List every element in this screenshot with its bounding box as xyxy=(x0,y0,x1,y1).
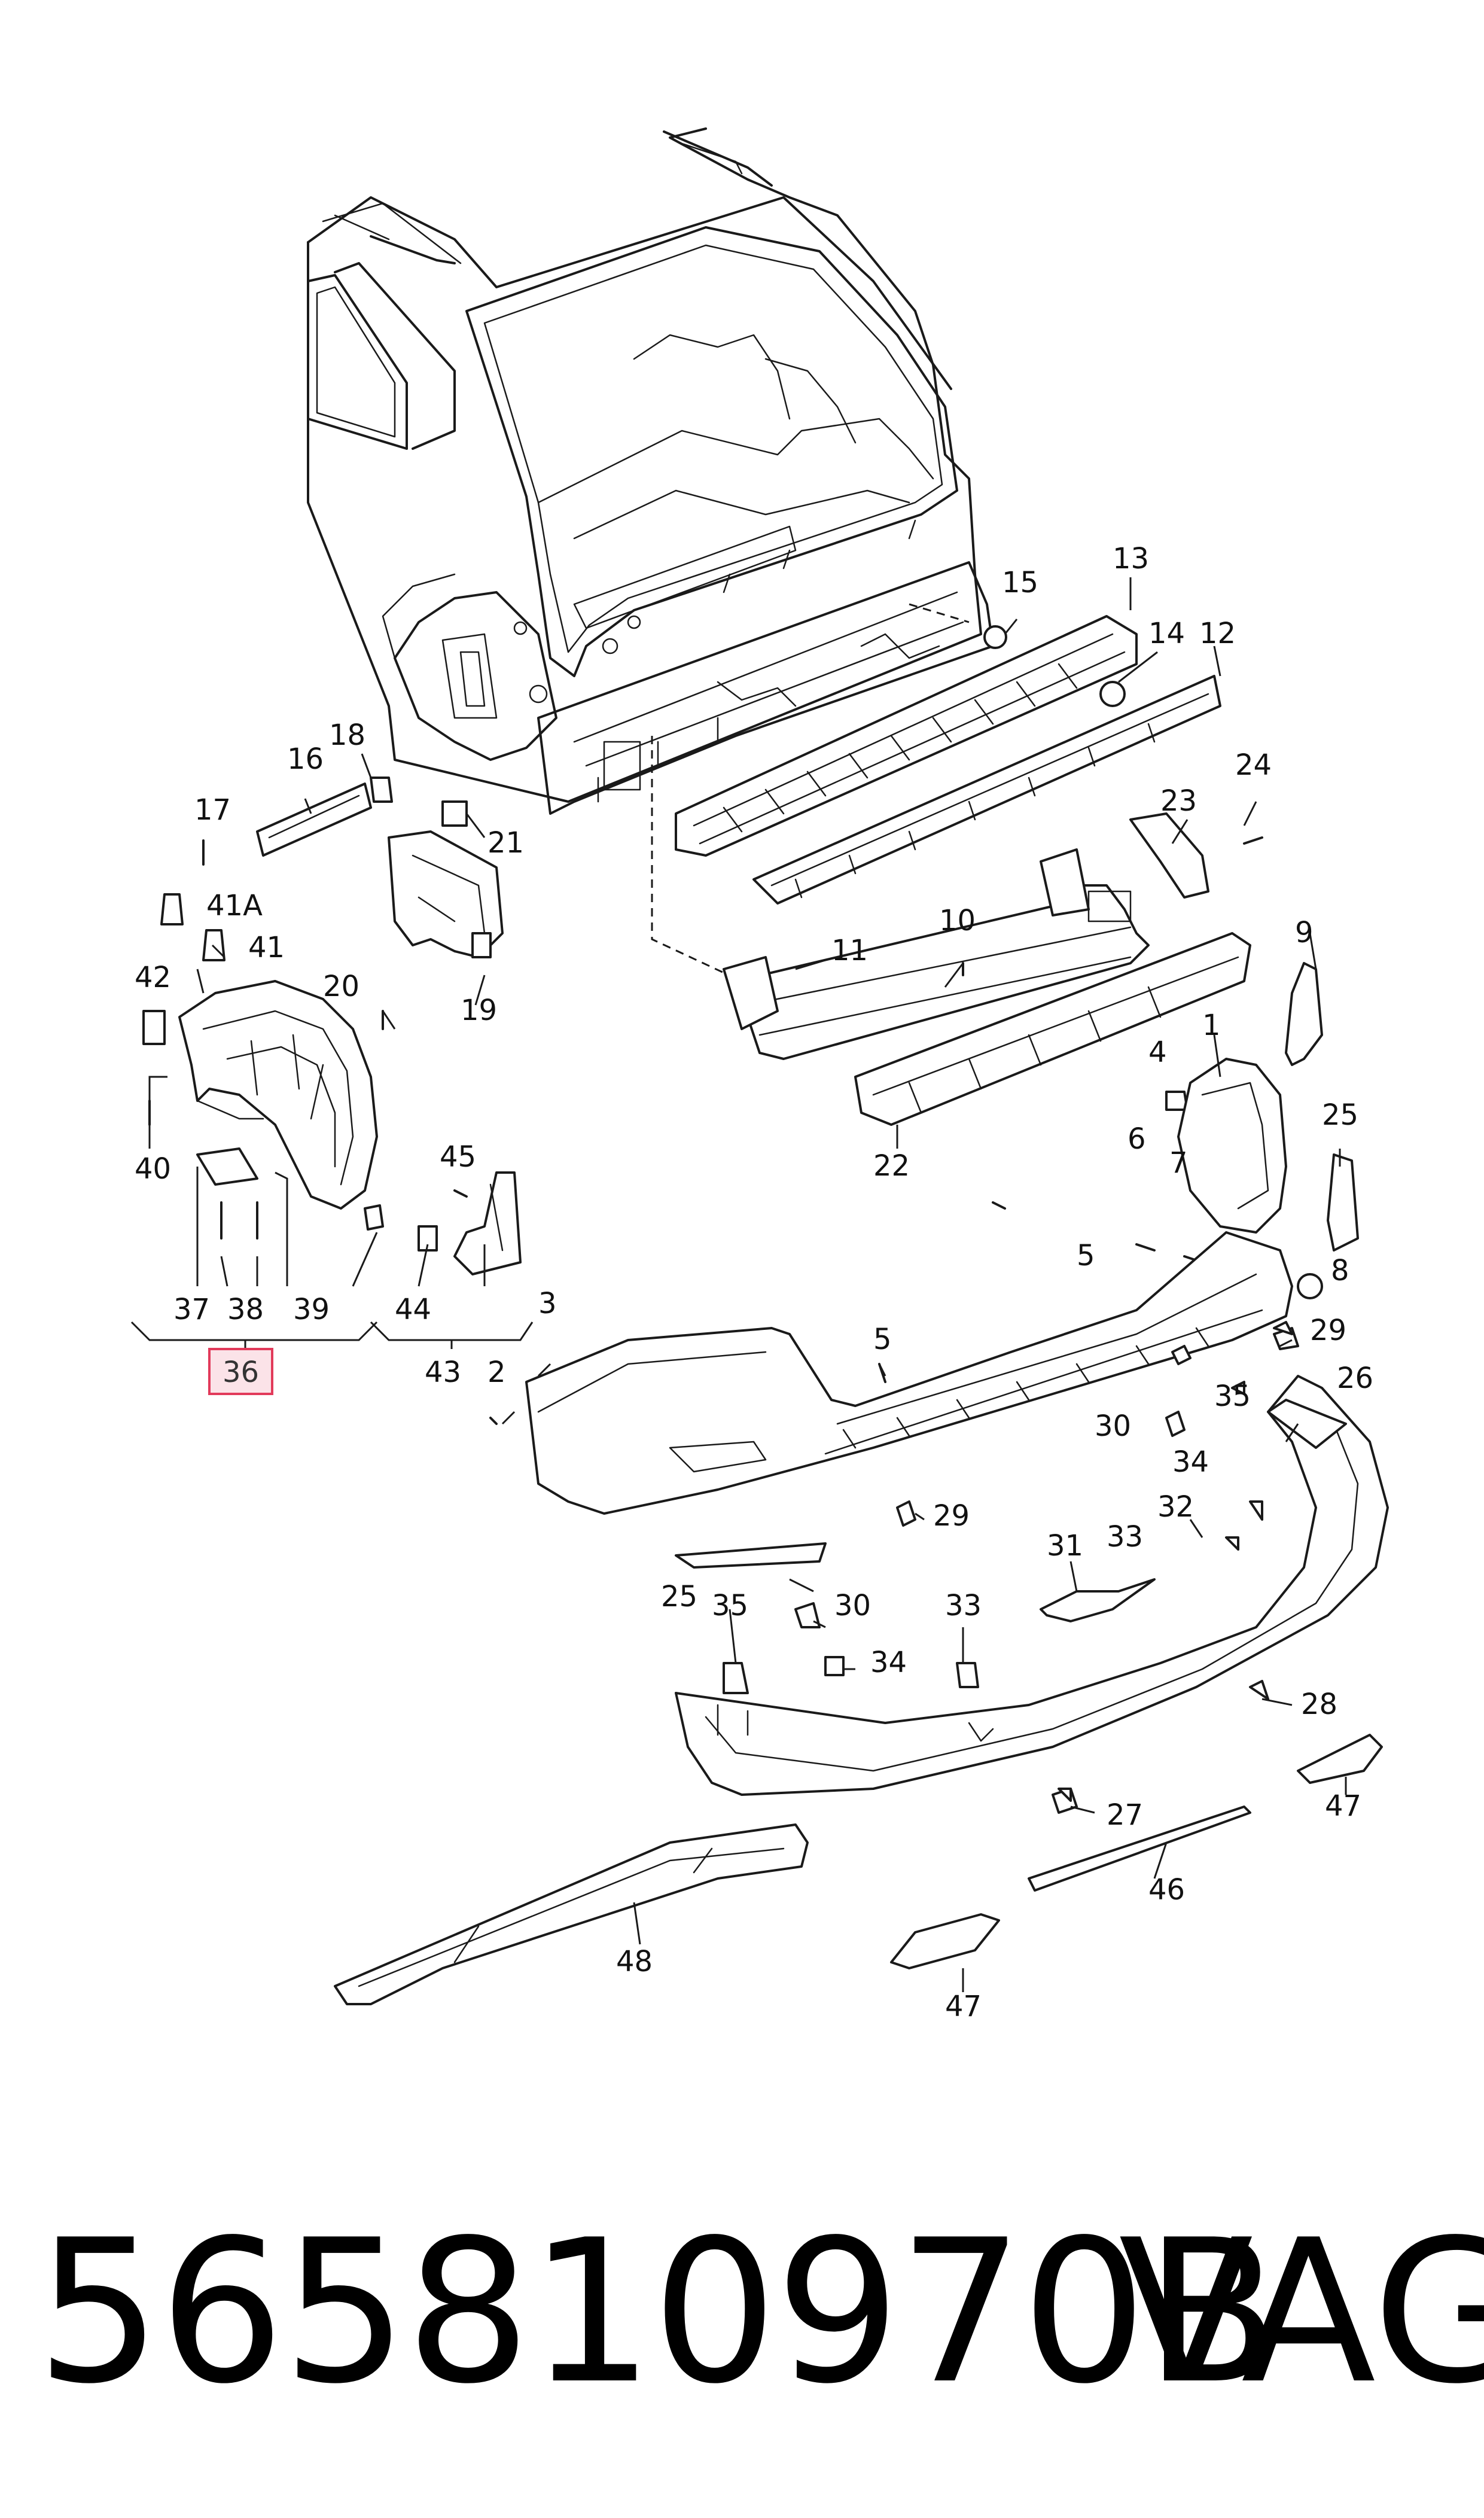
callout-25-lower: 25 xyxy=(661,1580,697,1613)
callout-2: 2 xyxy=(487,1356,506,1389)
callout-14: 14 xyxy=(1148,617,1185,650)
bumper-mount-strip xyxy=(752,675,1221,905)
wheel-housing-liner xyxy=(178,980,378,1210)
callout-9: 9 xyxy=(1295,916,1314,949)
callout-18: 18 xyxy=(329,718,365,752)
part-number: 565810970B xyxy=(36,2197,1280,2427)
assembly-guide-lines xyxy=(651,603,970,982)
callout-48: 48 xyxy=(616,1945,653,1978)
bumper-reinforcement-bar xyxy=(723,848,1150,1060)
mud-flap xyxy=(453,1171,522,1275)
bumper-strips xyxy=(675,1542,1383,1969)
callout-35-lower: 35 xyxy=(712,1589,748,1622)
callout-19: 19 xyxy=(461,994,497,1027)
callout-5-upper: 5 xyxy=(1077,1239,1095,1272)
bumper-cover-lower xyxy=(675,1375,1389,1796)
clips-and-nuts xyxy=(723,1321,1293,1802)
callout-40: 40 xyxy=(135,1152,171,1186)
callout-16: 16 xyxy=(287,742,324,776)
callout-34-upper: 34 xyxy=(1172,1445,1209,1479)
callout-11: 11 xyxy=(831,934,868,967)
callout-46: 46 xyxy=(1148,1873,1185,1907)
vehicle-rear-body xyxy=(307,127,994,815)
guide-bracket-19 xyxy=(388,830,504,958)
callout-12: 12 xyxy=(1199,617,1236,650)
highlighted-callout-36: 36 xyxy=(208,1348,273,1395)
brand-name: VAG xyxy=(1119,2197,1484,2427)
callout-34-lower: 34 xyxy=(870,1646,907,1679)
callout-22: 22 xyxy=(873,1149,910,1183)
callout-1: 1 xyxy=(1202,1009,1221,1042)
callout-7: 7 xyxy=(1169,1146,1188,1180)
callout-21: 21 xyxy=(487,826,524,860)
leader-lines xyxy=(130,577,1347,1992)
callout-5-lower: 5 xyxy=(873,1323,892,1356)
callout-47-right: 47 xyxy=(1325,1789,1361,1823)
callout-27: 27 xyxy=(1107,1798,1143,1832)
callout-10: 10 xyxy=(939,904,976,937)
callout-41A: 41A xyxy=(206,889,263,922)
callout-41: 41 xyxy=(248,931,285,964)
bumper-side-bracket xyxy=(1177,1058,1287,1234)
callout-17: 17 xyxy=(194,793,231,827)
callout-24: 24 xyxy=(1235,748,1272,782)
callout-4: 4 xyxy=(1148,1036,1167,1069)
callout-45: 45 xyxy=(440,1140,476,1174)
bumper-carrier-bracket xyxy=(1129,812,1209,899)
callout-labels: 13 15 14 12 18 16 24 23 17 21 41A 10 9 4… xyxy=(135,542,1373,2023)
callout-31: 31 xyxy=(1047,1529,1083,1563)
callout-26: 26 xyxy=(1337,1362,1373,1395)
callout-43: 43 xyxy=(425,1356,461,1389)
callout-30-lower: 30 xyxy=(834,1589,871,1622)
callout-33-upper: 33 xyxy=(1107,1520,1143,1554)
callout-29-lower: 29 xyxy=(933,1499,970,1533)
callout-15: 15 xyxy=(1002,566,1038,599)
callout-23: 23 xyxy=(1160,784,1197,818)
callout-44: 44 xyxy=(395,1293,431,1326)
callout-29-upper: 29 xyxy=(1310,1314,1346,1347)
callout-47-left: 47 xyxy=(945,1990,982,2023)
callout-28: 28 xyxy=(1301,1688,1337,1721)
lower-impact-absorber xyxy=(854,932,1251,1126)
callout-38: 38 xyxy=(227,1293,264,1326)
callout-8: 8 xyxy=(1331,1254,1349,1287)
callout-25-upper: 25 xyxy=(1322,1098,1358,1132)
callout-32: 32 xyxy=(1157,1490,1194,1524)
bumper-guide-profile xyxy=(1285,962,1359,1252)
bumper-cover-upper xyxy=(525,1231,1293,1515)
callout-20: 20 xyxy=(323,970,359,1003)
callout-39: 39 xyxy=(293,1293,330,1326)
impact-absorber-upper xyxy=(675,615,1138,857)
callout-42: 42 xyxy=(135,961,171,994)
callout-33-lower: 33 xyxy=(945,1589,982,1622)
callout-36: 36 xyxy=(223,1356,259,1389)
callout-6: 6 xyxy=(1128,1122,1146,1156)
callout-35-upper: 35 xyxy=(1214,1380,1251,1413)
callout-13: 13 xyxy=(1113,542,1149,576)
callout-37: 37 xyxy=(173,1293,210,1326)
rear-diffuser xyxy=(334,1823,809,2005)
callout-30-upper: 30 xyxy=(1095,1409,1131,1443)
side-bracket-16 xyxy=(256,783,372,857)
callout-3: 3 xyxy=(538,1287,557,1320)
